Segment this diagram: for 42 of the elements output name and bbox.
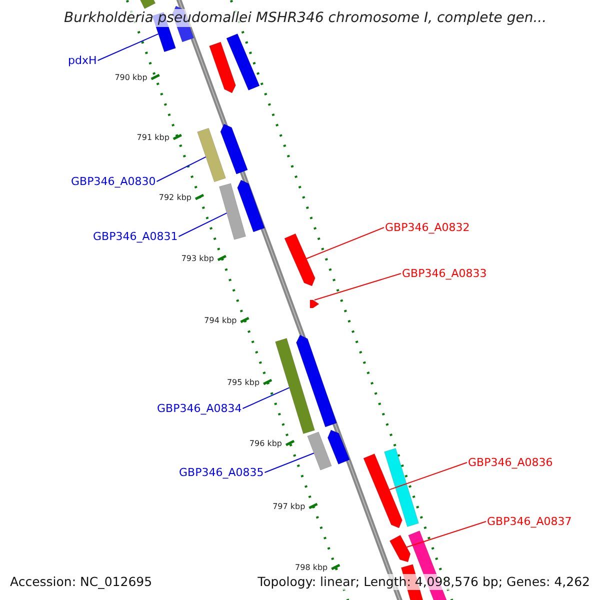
- gene-block: [237, 180, 265, 232]
- gene-block: [327, 430, 350, 465]
- scale-label: 796 kbp: [249, 439, 282, 449]
- gene-block: [209, 42, 236, 94]
- genome-summary-text: Topology: linear; Length: 4,098,576 bp; Genes: 4,262: [256, 574, 592, 590]
- gene-block: [363, 453, 402, 528]
- gene-label: GBP346_A0836: [468, 456, 553, 469]
- leader-line: [156, 156, 206, 182]
- leader-line: [306, 227, 384, 260]
- gene-block: [226, 33, 260, 91]
- leader-line: [242, 387, 290, 409]
- scale-label: 792 kbp: [158, 193, 192, 203]
- gene-block: [296, 334, 337, 428]
- gene-label: GBP346_A0834: [157, 402, 242, 415]
- gene-block: [284, 233, 316, 286]
- gene-block: [197, 128, 226, 182]
- scale-label: 790 kbp: [114, 73, 148, 83]
- scale-label: 797 kbp: [272, 502, 306, 512]
- gene-label: GBP346_A0830: [71, 175, 156, 188]
- scale-label: 793 kbp: [181, 254, 214, 264]
- scale-label: 795 kbp: [226, 378, 260, 388]
- gene-label: pdxH: [68, 54, 97, 67]
- gene-label: GBP346_A0837: [487, 515, 572, 528]
- leader-line: [314, 273, 402, 300]
- gene-block: [384, 448, 419, 528]
- gene-block: [310, 300, 320, 308]
- gene-block: [218, 183, 246, 240]
- scale-label: 791 kbp: [136, 133, 170, 143]
- scale-label: 798 kbp: [295, 563, 328, 573]
- gene-label: GBP346_A0833: [402, 267, 487, 280]
- leader-line: [389, 462, 468, 490]
- leader-line: [97, 33, 159, 61]
- gene-block: [220, 124, 248, 174]
- leader-line: [264, 452, 314, 473]
- gene-block: [275, 338, 315, 434]
- scale-label: 794 kbp: [204, 316, 237, 326]
- gene-label: GBP346_A0832: [385, 221, 470, 234]
- leader-line: [178, 212, 228, 237]
- gene-block: [389, 534, 411, 562]
- gene-block: [307, 432, 332, 470]
- gene-label: GBP346_A0831: [93, 230, 178, 243]
- gene-label: GBP346_A0835: [179, 466, 264, 479]
